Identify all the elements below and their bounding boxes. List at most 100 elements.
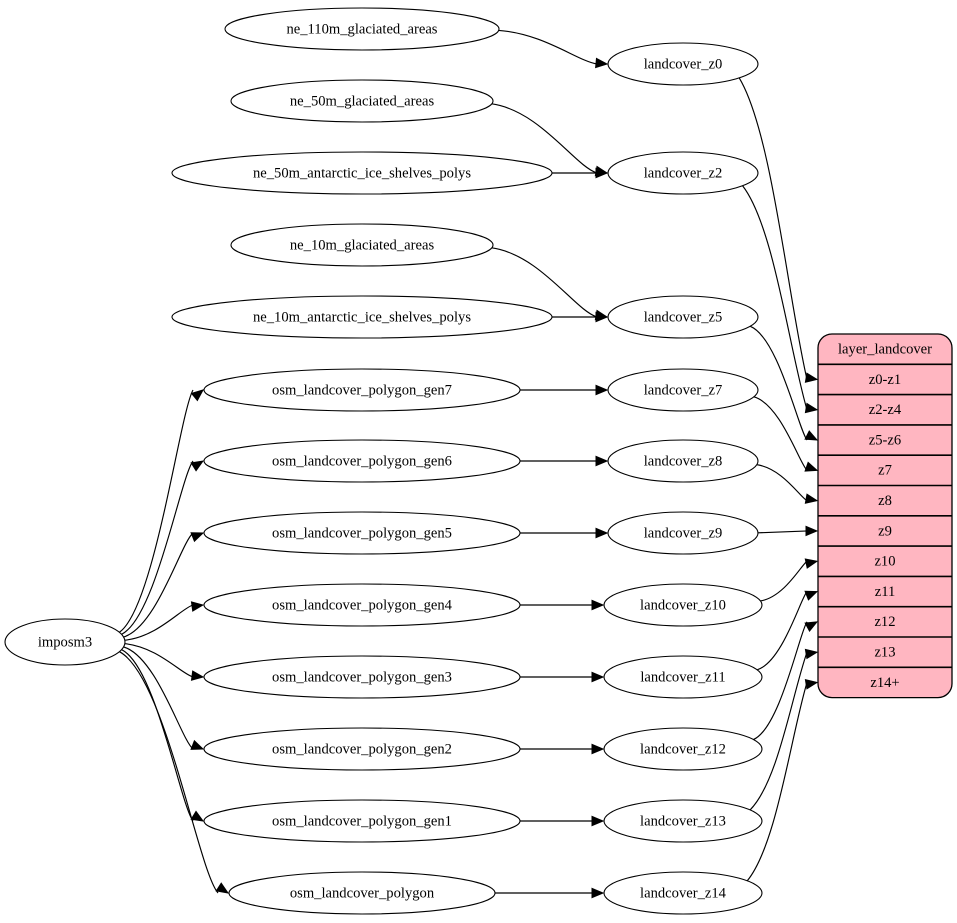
node-ellipse-landcover_z10 <box>603 583 763 627</box>
node-label-osm_landcover_polygon_gen2: osm_landcover_polygon_gen2 <box>272 741 452 757</box>
node-landcover_z11[interactable]: landcover_z11 <box>603 655 763 699</box>
table-row-z8[interactable]: z8 <box>878 493 892 509</box>
table-row-z14+[interactable]: z14+ <box>870 675 899 691</box>
arrowhead <box>591 815 605 827</box>
node-label-landcover_z5: landcover_z5 <box>644 309 723 325</box>
node-label-landcover_z7: landcover_z7 <box>644 382 723 398</box>
edge-imposm3-to-osm_landcover_polygon_gen1 <box>121 649 194 822</box>
node-osm_landcover_polygon_gen2[interactable]: osm_landcover_polygon_gen2 <box>203 727 521 771</box>
node-label-ne_10m_glaciated_areas: ne_10m_glaciated_areas <box>290 237 435 253</box>
edge-imposm3-to-osm_landcover_polygon_gen7 <box>119 389 194 633</box>
edge-ne_50m_glaciated_areas-to-landcover_z2 <box>491 103 598 174</box>
node-osm_landcover_polygon_gen5[interactable]: osm_landcover_polygon_gen5 <box>203 511 521 555</box>
edge-imposm3-to-osm_landcover_polygon_gen3 <box>124 643 194 678</box>
node-landcover_z12[interactable]: landcover_z12 <box>603 727 763 771</box>
node-label-imposm3: imposm3 <box>38 634 92 650</box>
node-osm_landcover_polygon_gen3[interactable]: osm_landcover_polygon_gen3 <box>203 655 521 699</box>
node-ne_50m_antarctic_ice_shelves_polys[interactable]: ne_50m_antarctic_ice_shelves_polys <box>171 151 553 195</box>
table-row-z0-z1[interactable]: z0-z1 <box>869 372 901 388</box>
node-osm_landcover_polygon_gen7[interactable]: osm_landcover_polygon_gen7 <box>203 368 521 412</box>
node-ellipse-landcover_z5 <box>607 295 759 339</box>
node-ne_110m_glaciated_areas[interactable]: ne_110m_glaciated_areas <box>224 7 500 51</box>
arrowhead <box>190 601 205 612</box>
edges-layer <box>119 29 819 899</box>
arrowhead <box>804 493 819 504</box>
edge-landcover_z2-to-z2-z4 <box>742 185 808 410</box>
node-label-osm_landcover_polygon_gen7: osm_landcover_polygon_gen7 <box>272 382 452 398</box>
node-osm_landcover_polygon_gen1[interactable]: osm_landcover_polygon_gen1 <box>203 799 521 843</box>
edge-imposm3-to-osm_landcover_polygon_gen2 <box>123 646 194 750</box>
arrowhead <box>591 599 605 611</box>
node-ellipse-osm_landcover_polygon_gen1 <box>203 799 521 843</box>
table-header-label: layer_landcover <box>838 341 932 357</box>
edge-imposm3-to-osm_landcover_polygon_gen6 <box>121 460 194 635</box>
table-row-z2-z4[interactable]: z2-z4 <box>869 402 902 418</box>
arrowhead <box>595 527 609 539</box>
node-ellipse-landcover_z12 <box>603 727 763 771</box>
edge-landcover_z10-to-z10 <box>760 560 808 602</box>
arrowhead <box>804 402 819 414</box>
node-label-landcover_z2: landcover_z2 <box>644 165 723 181</box>
node-landcover_z2[interactable]: landcover_z2 <box>607 151 759 195</box>
edge-landcover_z11-to-z11 <box>757 591 808 671</box>
node-label-landcover_z13: landcover_z13 <box>640 813 726 829</box>
table-row-z10[interactable]: z10 <box>874 554 895 570</box>
node-ellipse-osm_landcover_polygon_gen6 <box>203 439 521 483</box>
arrowhead <box>804 558 819 569</box>
node-osm_landcover_polygon_gen4[interactable]: osm_landcover_polygon_gen4 <box>203 583 521 627</box>
arrowhead <box>804 621 819 633</box>
node-landcover_z13[interactable]: landcover_z13 <box>603 799 763 843</box>
node-label-landcover_z10: landcover_z10 <box>640 597 726 613</box>
arrowhead <box>190 389 205 402</box>
edge-landcover_z5-to-z5-z6 <box>750 325 808 441</box>
arrowhead <box>804 648 819 660</box>
table-row-z13[interactable]: z13 <box>874 644 895 660</box>
node-label-ne_50m_antarctic_ice_shelves_polys: ne_50m_antarctic_ice_shelves_polys <box>253 165 471 181</box>
node-osm_landcover_polygon_gen6[interactable]: osm_landcover_polygon_gen6 <box>203 439 521 483</box>
table-row-z7[interactable]: z7 <box>878 463 892 479</box>
node-ellipse-landcover_z11 <box>603 655 763 699</box>
node-label-osm_landcover_polygon: osm_landcover_polygon <box>290 885 435 901</box>
edge-ne_110m_glaciated_areas-to-landcover_z0 <box>498 29 598 65</box>
arrowhead <box>595 384 609 396</box>
node-landcover_z7[interactable]: landcover_z7 <box>607 368 759 412</box>
node-ne_10m_antarctic_ice_shelves_polys[interactable]: ne_10m_antarctic_ice_shelves_polys <box>171 295 553 339</box>
node-ellipse-landcover_z0 <box>607 42 759 86</box>
edge-imposm3-to-osm_landcover_polygon <box>119 651 219 894</box>
node-landcover_z9[interactable]: landcover_z9 <box>607 511 759 555</box>
node-landcover_z5[interactable]: landcover_z5 <box>607 295 759 339</box>
edge-landcover_z14-to-z14+ <box>746 682 808 882</box>
arrowhead <box>190 739 205 750</box>
node-landcover_z10[interactable]: landcover_z10 <box>603 583 763 627</box>
node-ellipse-landcover_z13 <box>603 799 763 843</box>
node-osm_landcover_polygon[interactable]: osm_landcover_polygon <box>228 871 496 915</box>
table-row-z5-z6[interactable]: z5-z6 <box>869 432 901 448</box>
node-label-ne_50m_glaciated_areas: ne_50m_glaciated_areas <box>290 93 435 109</box>
arrowhead <box>804 590 819 601</box>
table-row-z11[interactable]: z11 <box>875 584 896 600</box>
node-label-landcover_z8: landcover_z8 <box>644 453 723 469</box>
node-ellipse-osm_landcover_polygon_gen5 <box>203 511 521 555</box>
node-landcover_z8[interactable]: landcover_z8 <box>607 439 759 483</box>
node-ne_10m_glaciated_areas[interactable]: ne_10m_glaciated_areas <box>230 223 494 267</box>
node-ellipse-osm_landcover_polygon_gen3 <box>203 655 521 699</box>
node-landcover_z14[interactable]: landcover_z14 <box>603 871 763 915</box>
arrowhead <box>190 810 205 822</box>
table-row-z9[interactable]: z9 <box>878 523 892 539</box>
node-ellipse-ne_10m_glaciated_areas <box>230 223 494 267</box>
arrowhead <box>591 743 605 755</box>
table-row-z12[interactable]: z12 <box>874 614 895 630</box>
node-ellipse-osm_landcover_polygon <box>228 871 496 915</box>
node-ne_50m_glaciated_areas[interactable]: ne_50m_glaciated_areas <box>230 79 494 123</box>
arrowhead <box>190 460 205 472</box>
node-ellipse-landcover_z7 <box>607 368 759 412</box>
node-ellipse-osm_landcover_polygon_gen2 <box>203 727 521 771</box>
node-landcover_z0[interactable]: landcover_z0 <box>607 42 759 86</box>
node-ellipse-ne_50m_glaciated_areas <box>230 79 494 123</box>
node-ellipse-landcover_z14 <box>603 871 763 915</box>
node-label-osm_landcover_polygon_gen4: osm_landcover_polygon_gen4 <box>272 597 453 613</box>
arrowhead <box>805 525 819 537</box>
arrowhead <box>190 532 205 543</box>
node-imposm3[interactable]: imposm3 <box>4 618 126 666</box>
arrowhead <box>595 167 609 179</box>
